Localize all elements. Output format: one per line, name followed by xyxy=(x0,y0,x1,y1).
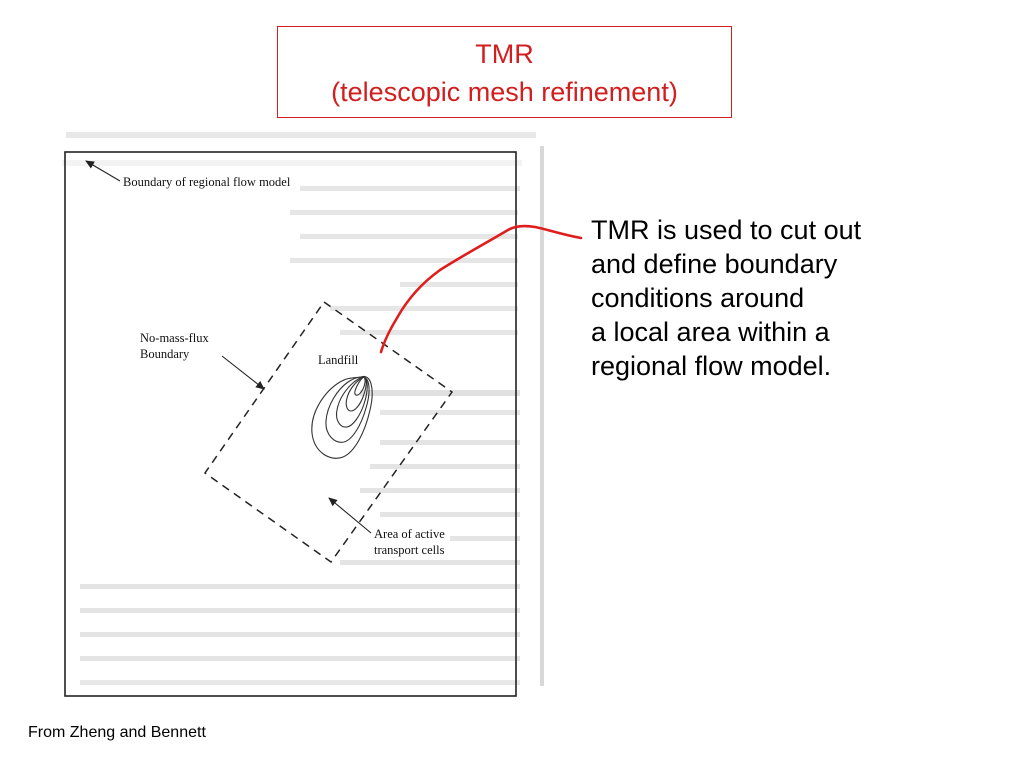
slide-subtitle: (telescopic mesh refinement) xyxy=(331,77,678,107)
tmr-subgrid-boundary xyxy=(203,300,454,564)
regional-boundary-label: Boundary of regional flow model xyxy=(123,175,291,189)
bleed-through-text xyxy=(62,132,544,686)
source-credit: From Zheng and Bennett xyxy=(28,724,206,741)
active-cells-label-line1: Area of active xyxy=(374,527,445,541)
regional-boundary-pointer xyxy=(85,160,121,182)
no-mass-flux-pointer xyxy=(221,355,265,390)
caption-line-3: conditions around xyxy=(591,283,805,313)
active-cells-pointer xyxy=(328,497,372,534)
callout-line xyxy=(379,224,583,354)
no-mass-flux-label-line1: No-mass-flux xyxy=(140,331,209,345)
regional-boundary-rect xyxy=(64,151,517,697)
caption-line-2: and define boundary xyxy=(591,249,838,279)
landfill-label: Landfill xyxy=(318,353,359,367)
no-mass-flux-label-line2: Boundary xyxy=(140,347,190,361)
caption-line-5: regional flow model. xyxy=(591,351,832,381)
plume-contours xyxy=(311,375,373,459)
caption-line-1: TMR is used to cut out xyxy=(591,215,862,245)
slide-title: TMR xyxy=(475,39,534,69)
active-cells-label-line2: transport cells xyxy=(374,543,445,557)
caption-line-4: a local area within a xyxy=(591,317,830,347)
explanation-text: TMR is used to cut out and define bounda… xyxy=(591,213,1011,383)
slide-title-box: TMR (telescopic mesh refinement) xyxy=(277,26,732,118)
